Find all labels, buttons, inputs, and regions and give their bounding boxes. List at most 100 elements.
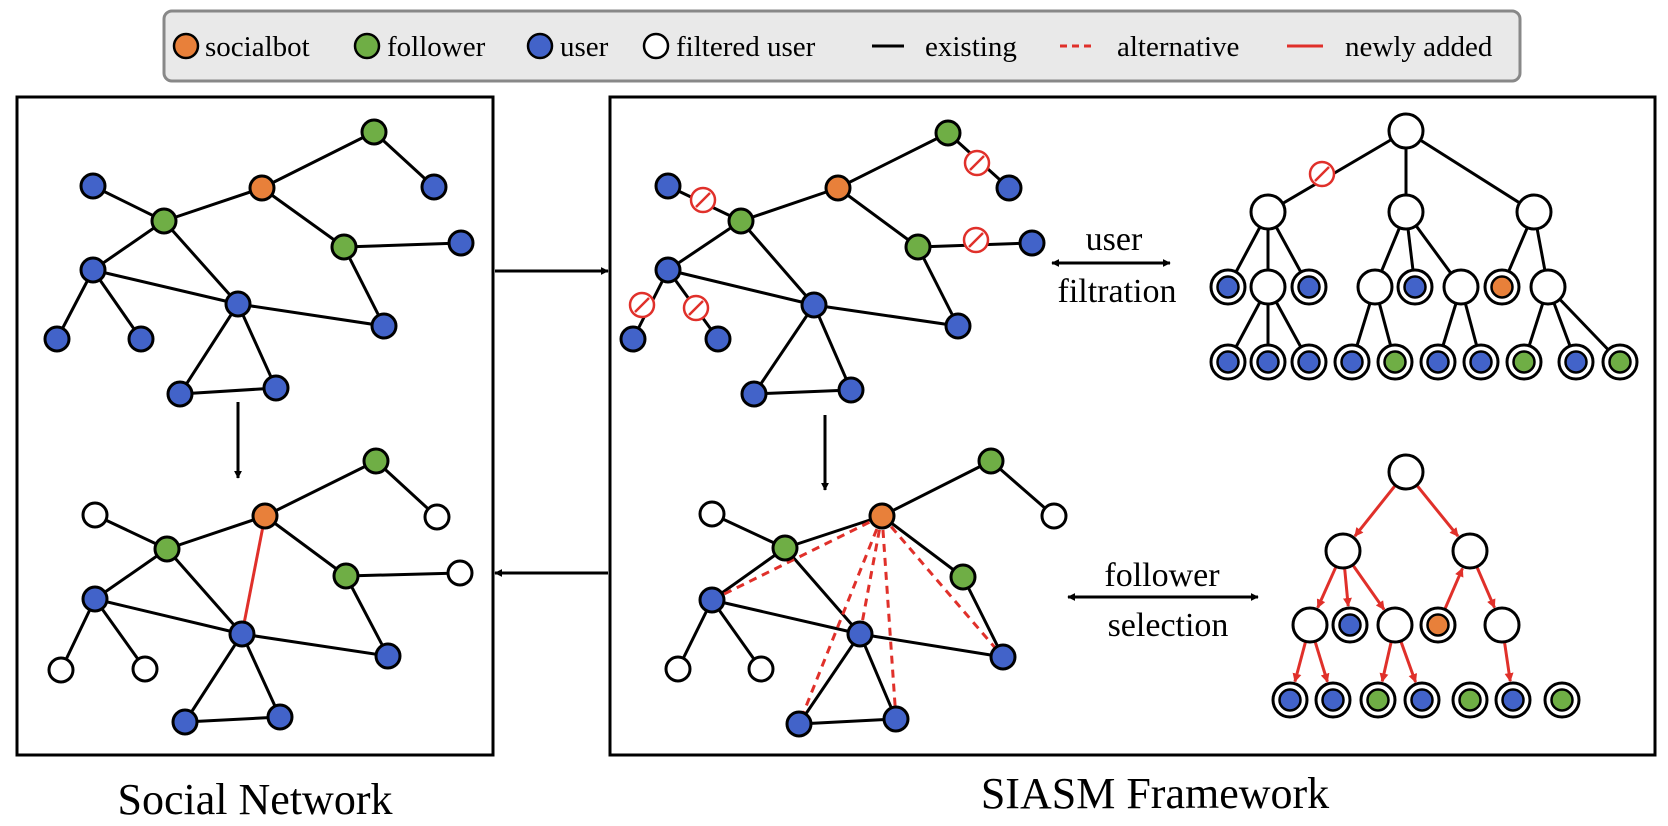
tree-filtered-node	[1376, 606, 1414, 644]
legend: socialbot follower user filtered user ex…	[162, 9, 1522, 83]
edge	[752, 304, 816, 395]
follower-node	[330, 233, 358, 261]
edge	[881, 514, 964, 579]
filter-blocked-icon	[963, 149, 991, 177]
alternative-edge	[858, 515, 884, 635]
follower-selection-tree	[1271, 453, 1581, 719]
filtered-user-node	[423, 503, 451, 531]
legend-label-existing: existing	[925, 31, 1017, 63]
user-node	[224, 290, 252, 318]
graph-original	[43, 118, 475, 408]
user-node	[846, 620, 874, 648]
follower-node	[977, 447, 1005, 475]
edge	[859, 632, 1004, 659]
tree-user-leaf	[1249, 343, 1287, 381]
graph-drawings	[43, 112, 1639, 738]
socialbot-node	[251, 502, 279, 530]
edge	[92, 268, 239, 306]
tree-user-leaf	[1494, 681, 1532, 719]
edge	[264, 459, 377, 518]
socialbot-node	[824, 174, 852, 202]
edge	[372, 130, 436, 189]
edge	[237, 302, 385, 328]
follower-node	[153, 535, 181, 563]
graph-follower-selection-edges	[676, 459, 1055, 726]
edge	[236, 303, 278, 389]
social-network-caption: Social Network	[118, 775, 393, 824]
follower-node	[360, 118, 388, 146]
user-filtration-line1: user	[1086, 221, 1143, 258]
legend-item-existing: existing	[872, 31, 1017, 63]
edge	[711, 598, 861, 636]
legend-item-user: user	[526, 31, 609, 63]
edge	[667, 219, 742, 272]
user-filtration-line2: filtration	[1058, 273, 1177, 310]
filter-blocked-icon	[682, 294, 710, 322]
user-node	[995, 174, 1023, 202]
tree-filtered-node	[1249, 268, 1287, 306]
edge	[92, 219, 165, 272]
follower-selection-tree-edges	[1292, 485, 1514, 683]
edge	[94, 547, 168, 601]
tree-follower-leaf	[1376, 343, 1414, 381]
edge	[797, 633, 862, 725]
user-filtration-tree	[1209, 112, 1639, 381]
tree-user-leaf	[1271, 681, 1309, 719]
edge	[343, 241, 462, 249]
user-node	[944, 312, 972, 340]
tree-filtered-node	[1515, 193, 1553, 231]
user-node	[43, 325, 71, 353]
edge	[91, 269, 143, 340]
legend-label-follower: follower	[387, 31, 486, 63]
graph-original-edges	[55, 130, 462, 396]
tree-follower-leaf	[1451, 681, 1489, 719]
edge	[740, 186, 839, 223]
tree-user-leaf	[1403, 681, 1441, 719]
edge	[344, 575, 390, 657]
user-node	[837, 376, 865, 404]
filtered-user-node	[131, 655, 159, 683]
filtered-user-node	[1040, 502, 1068, 530]
legend-label-newly-added: newly added	[1345, 31, 1493, 63]
tree-user-leaf	[1462, 343, 1500, 381]
edge	[179, 386, 277, 396]
edge	[264, 514, 347, 578]
follower-selection-line1: follower	[1104, 557, 1220, 594]
tree-follower-leaf	[1543, 681, 1581, 719]
legend-item-filtered-user: filtered user	[642, 31, 816, 63]
graph-follower-selection	[664, 447, 1068, 738]
tree-user-leaf	[1290, 268, 1328, 306]
user-node	[698, 586, 726, 614]
graph-user-filtration	[619, 119, 1046, 408]
newly-added-edge	[240, 515, 267, 635]
user-filtration-tree-edges	[1226, 129, 1622, 364]
user-node	[882, 705, 910, 733]
user-node	[127, 325, 155, 353]
edge	[858, 633, 898, 720]
tree-follower-leaf	[1359, 681, 1397, 719]
tree-follower-leaf	[1601, 343, 1639, 381]
tree-user-leaf	[1333, 343, 1371, 381]
user-filtration-tree-nodes	[1209, 112, 1639, 381]
edge	[165, 548, 244, 635]
tree-follower-leaf	[1505, 343, 1543, 381]
user-node	[800, 291, 828, 319]
tree-user-leaf	[1557, 343, 1595, 381]
edge	[739, 220, 816, 306]
filtered-user-node	[81, 501, 109, 529]
edge	[94, 597, 243, 636]
edge	[184, 715, 281, 724]
tree-filtered-node	[1442, 268, 1480, 306]
edge	[916, 246, 960, 327]
edge	[798, 717, 897, 726]
user-node	[785, 710, 813, 738]
user-node	[266, 703, 294, 731]
filtered-user-node	[698, 500, 726, 528]
edge	[837, 131, 949, 190]
edge	[961, 576, 1005, 658]
tree-filtered-node	[1387, 193, 1425, 231]
user-node	[654, 172, 682, 200]
user-node	[704, 325, 732, 353]
follower-node	[727, 207, 755, 235]
